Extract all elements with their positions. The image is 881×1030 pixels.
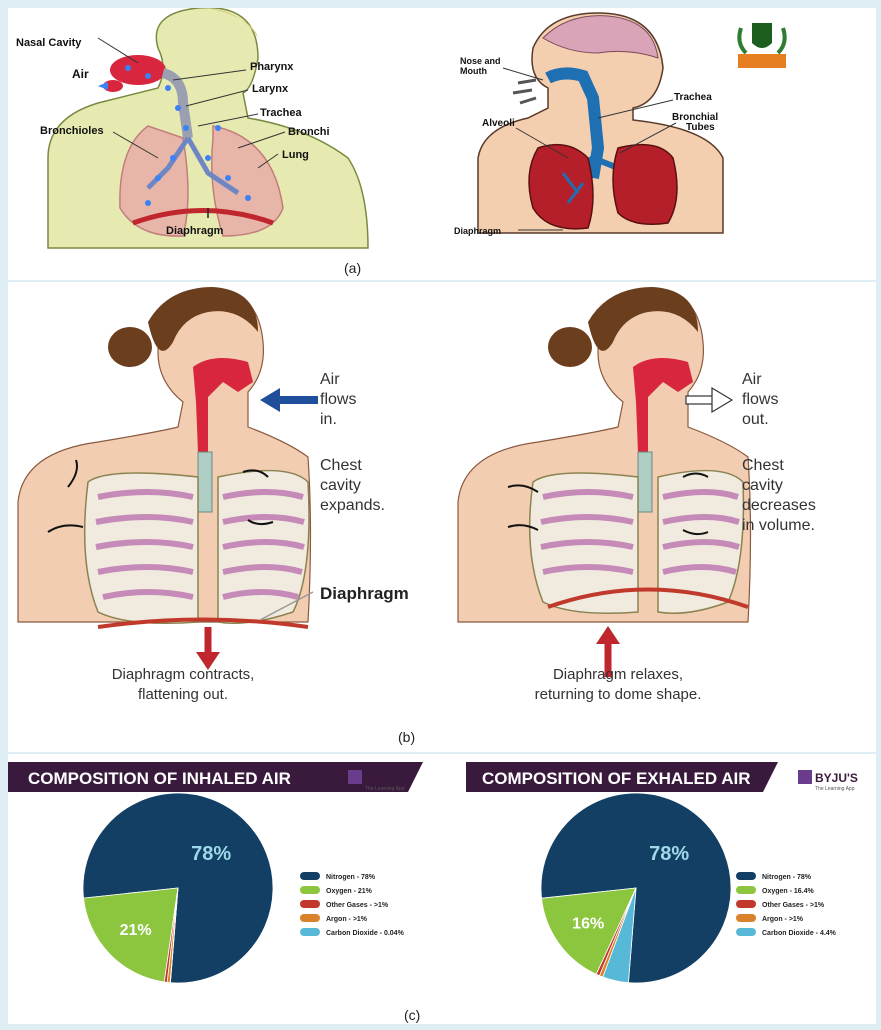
- legend-swatch: [736, 928, 756, 936]
- nose-mouth-label-1: Nose and: [460, 56, 501, 66]
- lung-label: Lung: [282, 149, 309, 161]
- caption-c: (c): [404, 1007, 420, 1023]
- inhale-air-text-2: flows: [320, 391, 356, 408]
- brand-left: BYJU'S: [365, 771, 408, 785]
- inhale-air-text-3: in.: [320, 411, 337, 428]
- bronchioles-label: Bronchioles: [40, 125, 104, 137]
- alveoli-label: Alveoli: [482, 118, 515, 129]
- inhale-chest-text-3: expands.: [320, 497, 385, 514]
- trachea-label-left: Trachea: [260, 107, 302, 119]
- legend-swatch: [736, 886, 756, 894]
- panel-c: COMPOSITION OF INHALED AIR BYJU'S The Le…: [8, 754, 876, 1024]
- legend-swatch: [736, 914, 756, 922]
- exhale-figure: [458, 287, 751, 677]
- legend-label: Carbon Dioxide - 0.04%: [326, 930, 405, 937]
- inhaled-chart-title: COMPOSITION OF INHALED AIR: [28, 769, 291, 788]
- air-in-arrow: [260, 388, 318, 412]
- legend-label: Argon - >1%: [326, 916, 368, 923]
- left-respiratory-figure: Nasal Cavity Air Pharynx Larynx Trachea …: [16, 8, 368, 248]
- legend-swatch: [300, 900, 320, 908]
- pie-slice-label: 78%: [649, 843, 689, 865]
- breathing-mechanism-illustrations: Air flows in. Chest cavity expands. Diap…: [8, 282, 876, 752]
- exhaled-air-pie: 78% 16%: [541, 793, 731, 983]
- legend-swatch: [300, 872, 320, 880]
- air-composition-charts: COMPOSITION OF INHALED AIR BYJU'S The Le…: [8, 754, 876, 1024]
- bronchi-label: Bronchi: [288, 126, 330, 138]
- exhale-air-text-3: out.: [742, 411, 769, 428]
- nose-mouth-label-2: Mouth: [460, 66, 487, 76]
- respiratory-system-illustrations: Nasal Cavity Air Pharynx Larynx Trachea …: [8, 8, 876, 280]
- exhale-chest-text-2: cavity: [742, 477, 783, 494]
- diaphragm-label-left: Diaphragm: [166, 225, 224, 237]
- pie-slice-label: 16%: [572, 915, 604, 932]
- inhale-chest-text-1: Chest: [320, 457, 362, 474]
- bronchial-tubes-label-2: Tubes: [686, 122, 715, 133]
- exhale-chest-text-4: in volume.: [742, 517, 815, 534]
- exhaled-air-legend: Nitrogen - 78% Oxygen - 16.4% Other Gases …: [736, 872, 837, 937]
- legend-swatch: [300, 886, 320, 894]
- inhale-bottom-text-1: Diaphragm contracts,: [112, 666, 255, 683]
- legend-label: Nitrogen - 78%: [326, 874, 376, 881]
- caption-b: (b): [398, 729, 415, 745]
- exhaled-chart-title: COMPOSITION OF EXHALED AIR: [482, 769, 751, 788]
- brand-right: BYJU'S: [815, 771, 858, 785]
- legend-swatch: [736, 872, 756, 880]
- inhale-figure: [18, 287, 318, 670]
- pie-slice-label: 21%: [120, 922, 152, 939]
- brand-sub-right: The Learning App: [815, 786, 855, 792]
- inhaled-air-legend: Nitrogen - 78% Oxygen - 21% Other Gases - …: [300, 872, 405, 937]
- brand-sub-left: The Learning App: [365, 786, 405, 792]
- diaphragm-label-right: Diaphragm: [454, 226, 501, 236]
- pharynx-label: Pharynx: [250, 61, 294, 73]
- nasal-cavity-label: Nasal Cavity: [16, 37, 82, 49]
- trachea-label-right: Trachea: [674, 92, 712, 103]
- legend-label: Oxygen - 16.4%: [762, 888, 815, 895]
- institution-emblem: [738, 23, 786, 68]
- exhaled-chart-header: COMPOSITION OF EXHALED AIR: [466, 762, 778, 792]
- diaphragm-callout: Diaphragm: [320, 584, 409, 603]
- panel-b: Air flows in. Chest cavity expands. Diap…: [8, 282, 876, 752]
- caption-a: (a): [344, 260, 361, 276]
- exhale-air-text-1: Air: [742, 371, 762, 388]
- legend-label: Argon - >1%: [762, 916, 804, 923]
- pie-slice-label: 78%: [191, 843, 231, 865]
- exhale-chest-text-3: decreases: [742, 497, 816, 514]
- panel-a: Nasal Cavity Air Pharynx Larynx Trachea …: [8, 8, 876, 280]
- exhale-bottom-text-2: returning to dome shape.: [535, 686, 702, 703]
- inhale-chest-text-2: cavity: [320, 477, 361, 494]
- inhale-air-text-1: Air: [320, 371, 340, 388]
- inhaled-air-pie: 78% 21%: [83, 793, 273, 983]
- byjus-logo-right: BYJU'S The Learning App: [798, 770, 858, 792]
- air-out-arrow: [686, 388, 732, 412]
- larynx-label: Larynx: [252, 83, 289, 95]
- air-label: Air: [72, 67, 89, 81]
- exhale-chest-text-1: Chest: [742, 457, 784, 474]
- legend-label: Carbon Dioxide - 4.4%: [762, 930, 837, 937]
- exhale-air-text-2: flows: [742, 391, 778, 408]
- legend-swatch: [300, 928, 320, 936]
- legend-label: Nitrogen - 78%: [762, 874, 812, 881]
- legend-swatch: [736, 900, 756, 908]
- inhale-bottom-text-2: flattening out.: [138, 686, 228, 703]
- exhale-bottom-text-1: Diaphragm relaxes,: [553, 666, 683, 683]
- legend-label: Other Gases - >1%: [762, 902, 825, 909]
- legend-swatch: [300, 914, 320, 922]
- right-respiratory-figure: Nose and Mouth Trachea Alveoli Bronchial…: [454, 13, 723, 236]
- legend-label: Other Gases - >1%: [326, 902, 389, 909]
- legend-label: Oxygen - 21%: [326, 888, 373, 895]
